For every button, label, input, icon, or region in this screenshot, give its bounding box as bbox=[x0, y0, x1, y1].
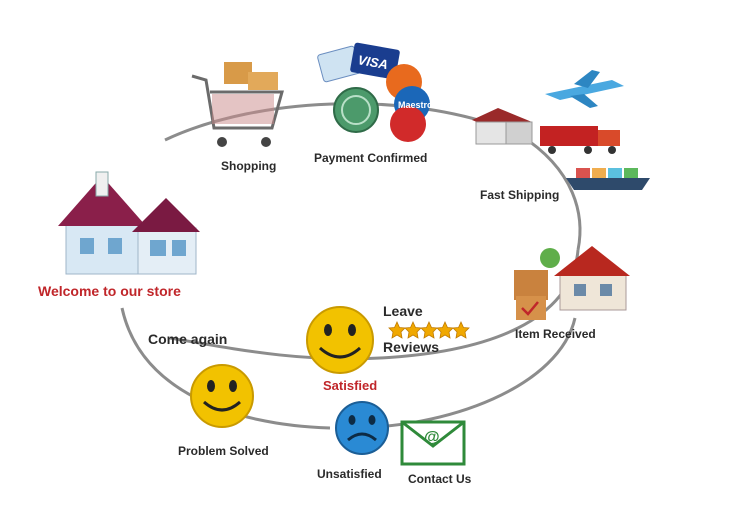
fast-shipping-label: Fast Shipping bbox=[480, 188, 560, 202]
review-stars bbox=[388, 321, 470, 339]
payment-confirmed-label: Payment Confirmed bbox=[314, 151, 428, 165]
warehouse-icon bbox=[472, 108, 533, 145]
review-star-3 bbox=[420, 321, 438, 339]
leave-label: Leave bbox=[383, 303, 423, 319]
item-received-label: Item Received bbox=[515, 327, 596, 341]
review-star-4 bbox=[436, 321, 454, 339]
review-star-2 bbox=[404, 321, 422, 339]
house-icon bbox=[58, 171, 200, 275]
envelope-icon: @ bbox=[400, 420, 466, 466]
visa-card-label: VISA bbox=[357, 52, 389, 72]
contact-us-label: Contact Us bbox=[408, 472, 472, 486]
welcome-label: Welcome to our store bbox=[38, 283, 181, 299]
arc-right-lower bbox=[169, 249, 580, 361]
maestro-card-label: Maestro bbox=[398, 100, 433, 110]
payment-cards-icon: VISA Maestro bbox=[317, 42, 433, 142]
shopping-cart-icon bbox=[191, 62, 284, 147]
arc-right-upper bbox=[519, 133, 582, 251]
reviews-label: Reviews bbox=[383, 339, 440, 355]
problem-solved-label: Problem Solved bbox=[178, 444, 269, 458]
review-star-1 bbox=[388, 321, 406, 339]
unsatisfied-label: Unsatisfied bbox=[317, 467, 382, 481]
shopping-label: Shopping bbox=[221, 159, 277, 173]
come-again-label: Come again bbox=[148, 331, 228, 347]
satisfied-smiley-icon bbox=[306, 306, 374, 374]
received-house-icon bbox=[514, 246, 630, 320]
review-star-5 bbox=[452, 321, 470, 339]
at-sign-icon: @ bbox=[424, 429, 440, 446]
ship-icon bbox=[566, 168, 650, 190]
problem-solved-smiley-icon bbox=[190, 364, 254, 428]
unsatisfied-sad-face-icon bbox=[335, 401, 389, 455]
truck-icon bbox=[540, 126, 620, 154]
airplane-icon bbox=[545, 70, 624, 108]
satisfied-label: Satisfied bbox=[323, 378, 378, 393]
